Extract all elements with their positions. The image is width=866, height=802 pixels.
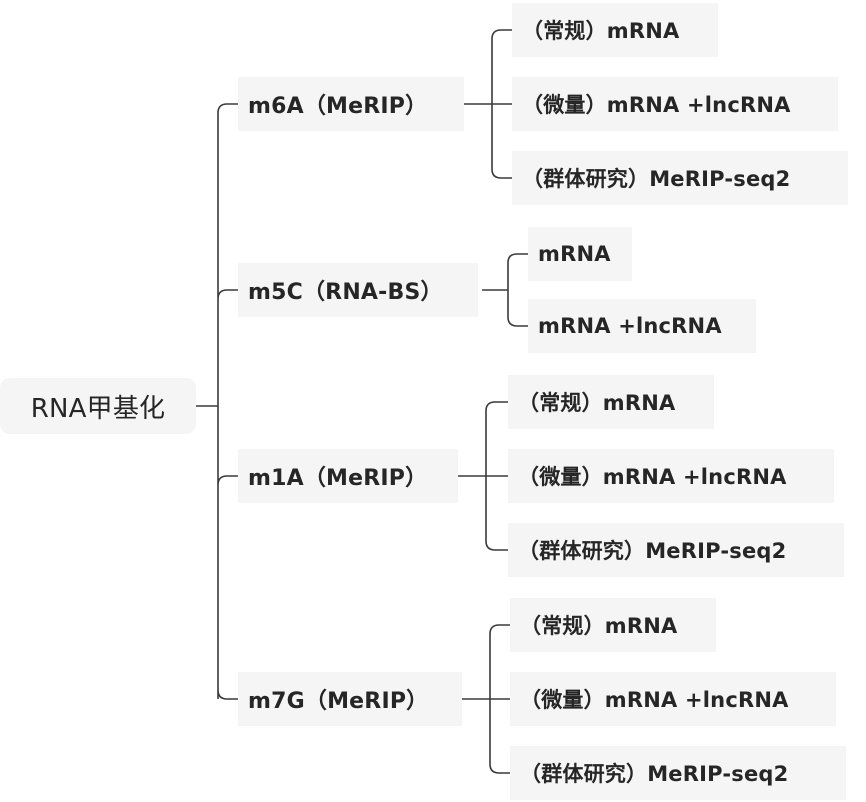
leaf-node-m7g-micro[interactable]: （微量）mRNA +lncRNA <box>510 672 836 726</box>
leaf-node-m7g-regular[interactable]: （常规）mRNA <box>510 598 716 652</box>
connector-m6a-to-leaves <box>464 29 512 179</box>
root-node[interactable]: RNA甲基化 <box>0 378 196 434</box>
leaf-node-m1a-population[interactable]: （群体研究）MeRIP-seq2 <box>508 523 844 577</box>
branch-node-m6a[interactable]: m6A（MeRIP） <box>238 77 464 131</box>
connector-root-to-branches <box>196 103 238 700</box>
leaf-node-m5c-mrna[interactable]: mRNA <box>528 227 632 281</box>
connector-m5c-to-leaves <box>482 253 528 327</box>
leaf-node-m7g-population[interactable]: （群体研究）MeRIP-seq2 <box>510 746 846 800</box>
leaf-node-m5c-mrna-lncrna[interactable]: mRNA +lncRNA <box>528 299 756 353</box>
leaf-node-m6a-population[interactable]: （群体研究）MeRIP-seq2 <box>512 151 848 205</box>
connector-m1a-to-leaves <box>458 401 508 551</box>
branch-node-m5c[interactable]: m5C（RNA-BS） <box>238 263 478 317</box>
leaf-node-m6a-regular[interactable]: （常规）mRNA <box>512 3 718 57</box>
branch-node-m1a[interactable]: m1A（MeRIP） <box>238 449 458 503</box>
leaf-node-m6a-micro[interactable]: （微量）mRNA +lncRNA <box>512 77 838 131</box>
connector-m7g-to-leaves <box>462 624 510 774</box>
leaf-node-m1a-micro[interactable]: （微量）mRNA +lncRNA <box>508 449 834 503</box>
branch-node-m7g[interactable]: m7G（MeRIP） <box>238 672 462 726</box>
leaf-node-m1a-regular[interactable]: （常规）mRNA <box>508 375 714 429</box>
